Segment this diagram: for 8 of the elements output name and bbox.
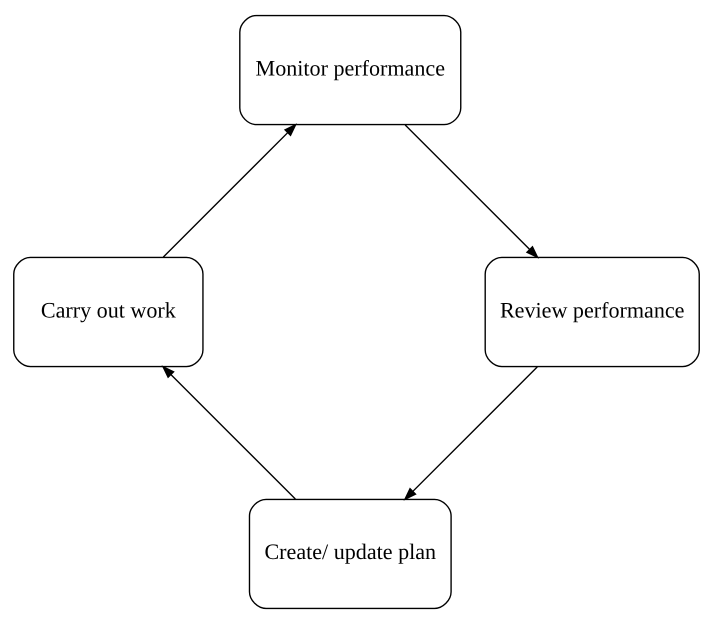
node-box: Carry out work <box>13 256 204 368</box>
arrow <box>404 124 540 259</box>
node-box: Monitor performance <box>239 14 462 126</box>
node-box: Create/ update plan <box>248 498 452 610</box>
node-box: Review performance <box>484 256 700 368</box>
arrow <box>404 366 538 501</box>
arrow <box>162 123 298 258</box>
arrow <box>162 365 296 500</box>
